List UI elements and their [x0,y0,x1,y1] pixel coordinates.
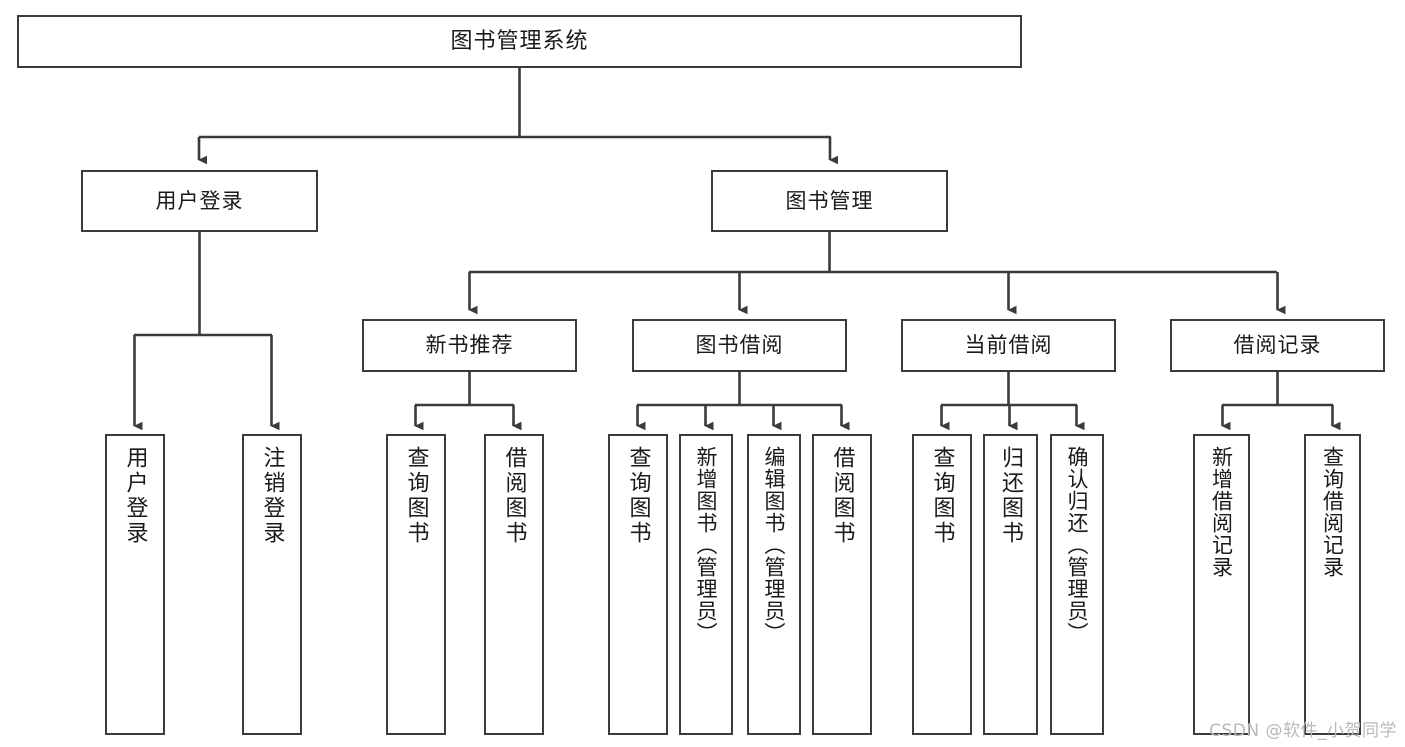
node-book-management[interactable]: 图书管理 [711,170,948,232]
node-label: 图书管理 [785,188,874,213]
leaf-borrow-record-add-record[interactable]: 新增借阅记录 [1193,434,1250,735]
node-label: 查询图书 [403,446,429,546]
leaf-book-borrow-add-book-admin[interactable]: 新增图书（管理员） [679,434,733,735]
leaf-current-borrow-confirm-return-admin[interactable]: 确认归还（管理员） [1050,434,1104,735]
node-borrowing-record[interactable]: 借阅记录 [1170,319,1385,372]
node-label: 借阅图书 [501,446,527,546]
leaf-user-login-login[interactable]: 用户登录 [105,434,165,735]
node-label: 图书借阅 [695,333,784,358]
csdn-watermark: CSDN @软件_小贺同学 [1209,721,1397,741]
leaf-book-borrow-edit-book-admin[interactable]: 编辑图书（管理员） [747,434,801,735]
node-label: 新书推荐 [425,333,514,358]
node-label: 查询图书 [929,446,955,546]
node-current-borrowing[interactable]: 当前借阅 [901,319,1116,372]
node-label: 新增图书（管理员） [694,446,719,644]
node-label: 查询借阅记录 [1320,446,1345,578]
leaf-new-book-borrow-books[interactable]: 借阅图书 [484,434,544,735]
leaf-current-borrow-query-books[interactable]: 查询图书 [912,434,972,735]
node-user-login[interactable]: 用户登录 [81,170,318,232]
node-label: 当前借阅 [964,333,1053,358]
leaf-new-book-query-books[interactable]: 查询图书 [386,434,446,735]
node-label: 新增借阅记录 [1209,446,1234,578]
leaf-borrow-record-query-record[interactable]: 查询借阅记录 [1304,434,1361,735]
node-new-book-recommendation[interactable]: 新书推荐 [362,319,577,372]
node-label: 用户登录 [122,446,148,546]
leaf-user-login-logout[interactable]: 注销登录 [242,434,302,735]
leaf-book-borrow-borrow-books[interactable]: 借阅图书 [812,434,872,735]
node-label: 编辑图书（管理员） [762,446,787,644]
leaf-current-borrow-return-books[interactable]: 归还图书 [983,434,1038,735]
node-label: 用户登录 [155,188,244,213]
node-label: 借阅记录 [1233,333,1322,358]
node-label: 图书管理系统 [450,28,589,54]
node-root-book-management-system[interactable]: 图书管理系统 [17,15,1022,68]
node-label: 确认归还（管理员） [1065,446,1090,644]
node-label: 借阅图书 [829,446,855,546]
node-label: 查询图书 [625,446,651,546]
leaf-book-borrow-query-books[interactable]: 查询图书 [608,434,668,735]
node-label: 归还图书 [998,446,1024,546]
node-label: 注销登录 [259,446,285,546]
node-book-borrowing[interactable]: 图书借阅 [632,319,847,372]
